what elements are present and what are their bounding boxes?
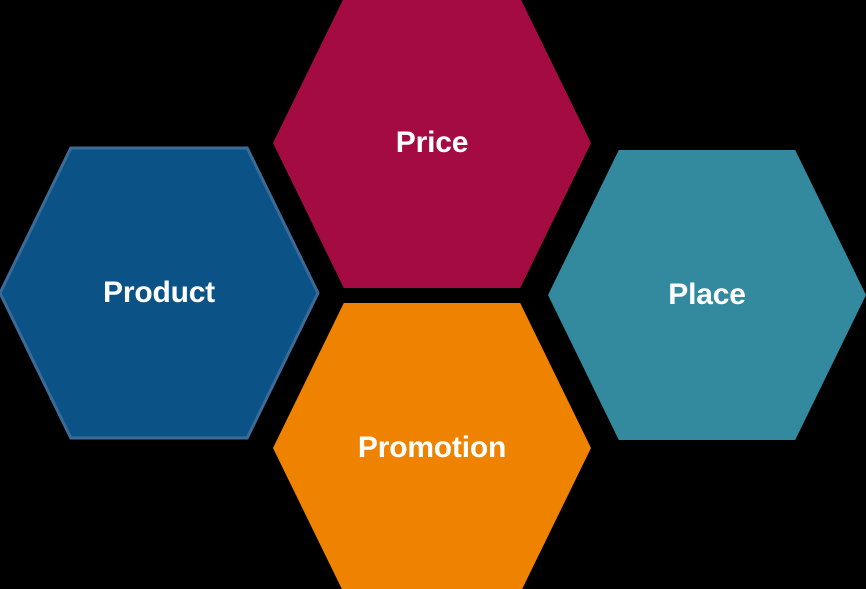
hex-shape-product[interactable] bbox=[0, 146, 320, 440]
hex-shape-price[interactable] bbox=[273, 0, 591, 288]
hex-cell-price[interactable]: Price bbox=[273, 0, 591, 288]
hex-label-place: Place bbox=[668, 278, 745, 311]
hex-cell-place[interactable]: Place bbox=[548, 150, 866, 440]
hex-shape-promotion[interactable] bbox=[273, 303, 591, 589]
hex-cell-product[interactable]: Product bbox=[0, 146, 320, 440]
hex-label-promotion: Promotion bbox=[358, 431, 506, 464]
hex-label-price: Price bbox=[396, 126, 468, 159]
hex-shape-place[interactable] bbox=[548, 150, 866, 440]
hex-cell-promotion[interactable]: Promotion bbox=[273, 303, 591, 589]
hex-label-product: Product bbox=[103, 276, 215, 309]
